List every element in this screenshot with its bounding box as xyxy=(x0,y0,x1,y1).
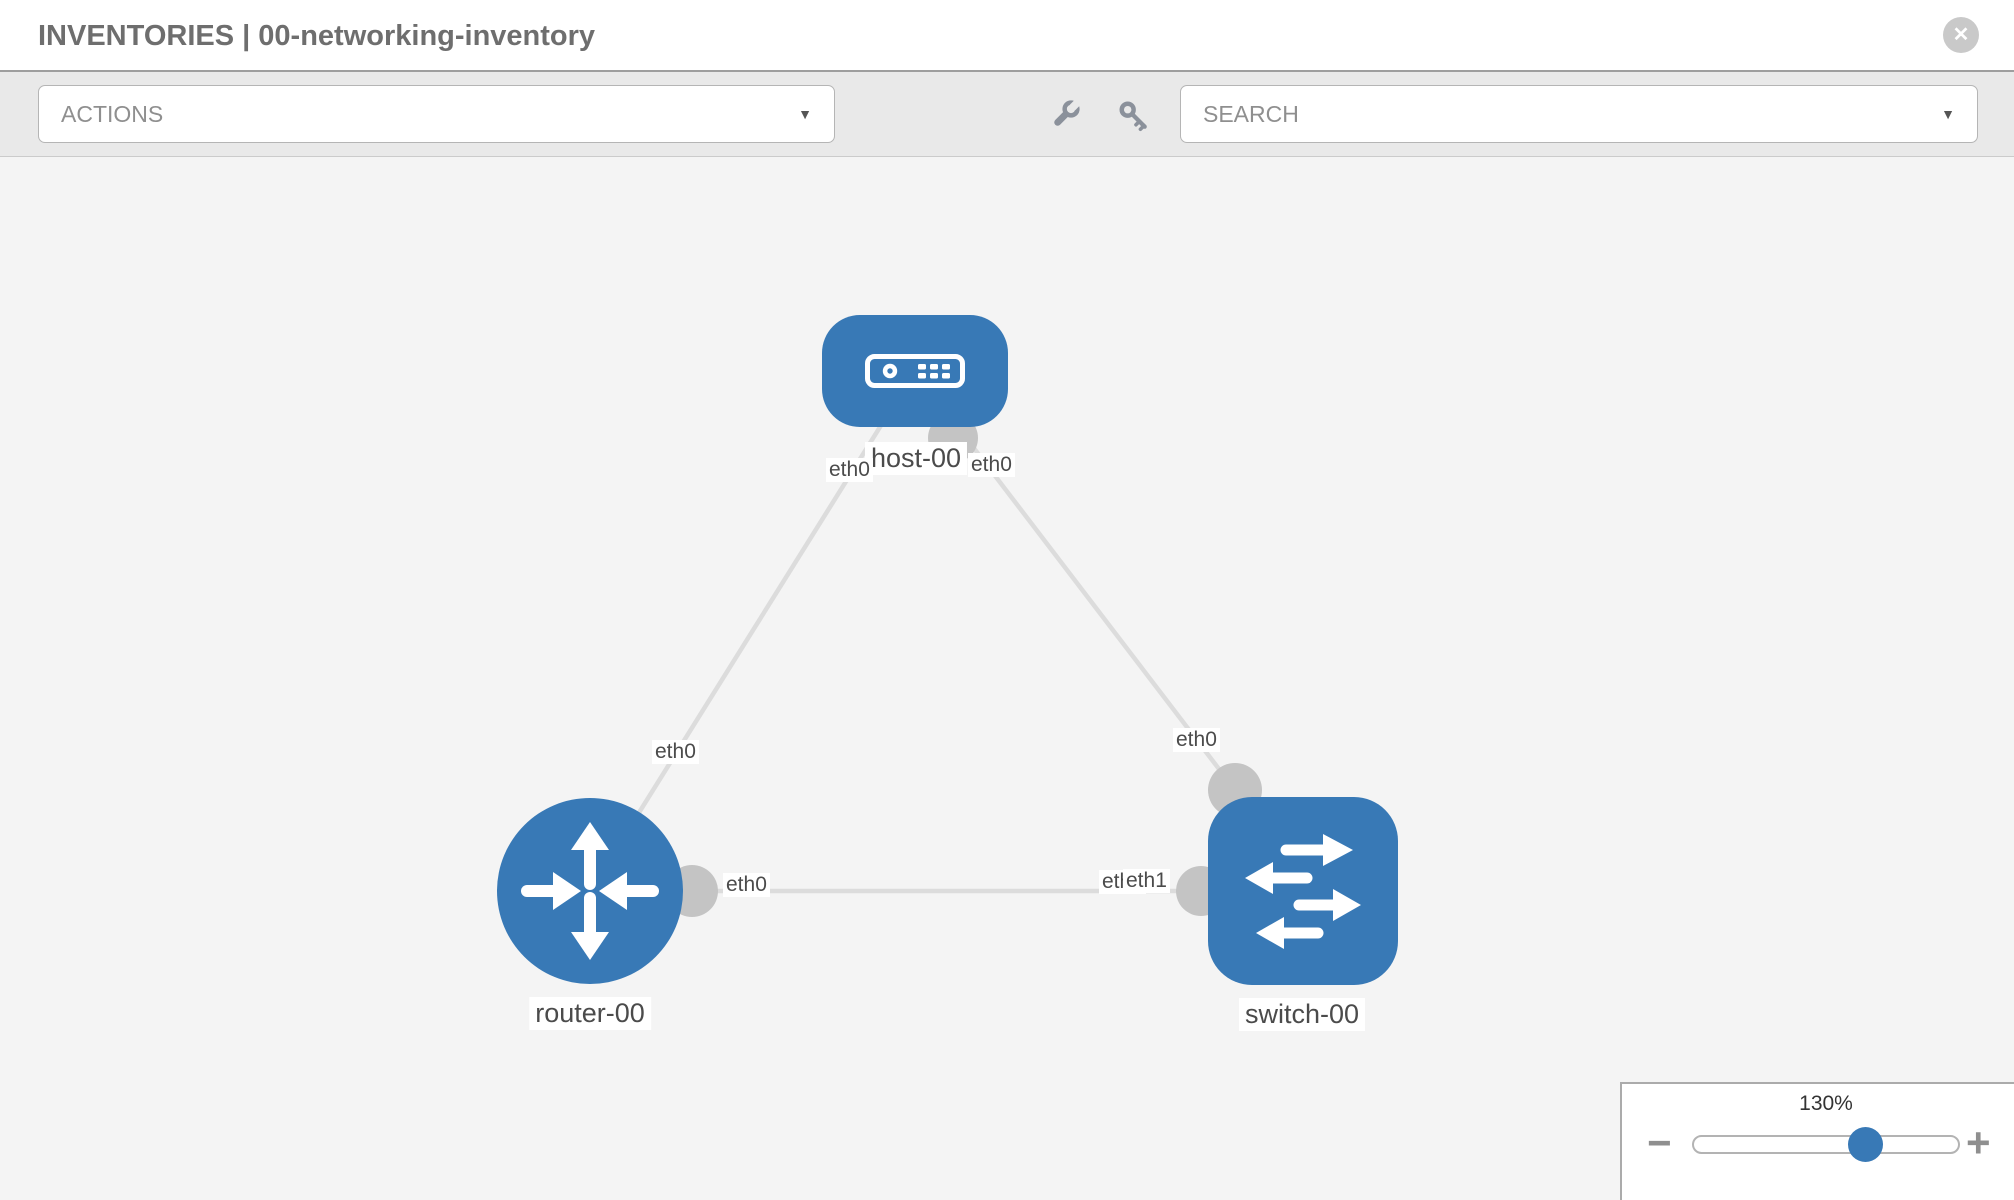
interface-label-host-eth0-left: eth0 xyxy=(826,458,873,483)
toolbar: ACTIONS ▼ SEARCH ▼ xyxy=(0,70,2014,157)
page-title: INVENTORIES | 00-networking-inventory xyxy=(38,20,596,52)
close-button[interactable]: ✕ xyxy=(1943,17,1979,53)
wrench-icon[interactable] xyxy=(1048,98,1082,132)
node-label-host: host-00 xyxy=(864,442,968,476)
node-router-00[interactable] xyxy=(497,798,683,984)
node-host-00[interactable] xyxy=(822,315,1008,427)
switch-icon xyxy=(1245,834,1361,949)
zoom-level: 130% xyxy=(1799,1092,1853,1115)
topology-canvas[interactable]: host-00 router-00 switch-00 eth0 eth0 et… xyxy=(0,157,2014,1200)
close-icon: ✕ xyxy=(1952,24,1970,46)
search-dropdown[interactable]: SEARCH ▼ xyxy=(1180,85,1978,143)
zoom-panel: 130% − + xyxy=(1620,1082,2014,1200)
actions-dropdown-label: ACTIONS xyxy=(61,100,164,127)
router-icon xyxy=(521,822,659,960)
interface-label-router-eth0-right: eth0 xyxy=(723,873,770,898)
interface-label-router-eth0-top: eth0 xyxy=(652,740,699,765)
actions-dropdown[interactable]: ACTIONS ▼ xyxy=(38,85,835,143)
interface-label-host-eth0-right: eth0 xyxy=(968,453,1015,478)
interface-label-switch-eth1: eth1 xyxy=(1123,869,1170,894)
key-icon[interactable] xyxy=(1116,98,1150,132)
node-label-switch: switch-00 xyxy=(1238,998,1366,1032)
interface-label-switch-eth0-top: eth0 xyxy=(1173,728,1220,753)
zoom-out-button[interactable]: − xyxy=(1647,1119,1672,1166)
host-icon xyxy=(865,354,965,388)
zoom-in-button[interactable]: + xyxy=(1966,1119,1991,1166)
zoom-slider-track[interactable] xyxy=(1692,1135,1960,1154)
chevron-down-icon: ▼ xyxy=(1941,106,1955,122)
zoom-slider-handle[interactable] xyxy=(1848,1127,1883,1162)
search-dropdown-label: SEARCH xyxy=(1203,100,1299,127)
links-layer xyxy=(588,369,1262,917)
node-label-router: router-00 xyxy=(529,997,651,1031)
link-host-router xyxy=(588,369,917,893)
node-switch-00[interactable] xyxy=(1208,797,1398,985)
chevron-down-icon: ▼ xyxy=(798,106,812,122)
header: INVENTORIES | 00-networking-inventory ✕ xyxy=(0,0,2014,70)
